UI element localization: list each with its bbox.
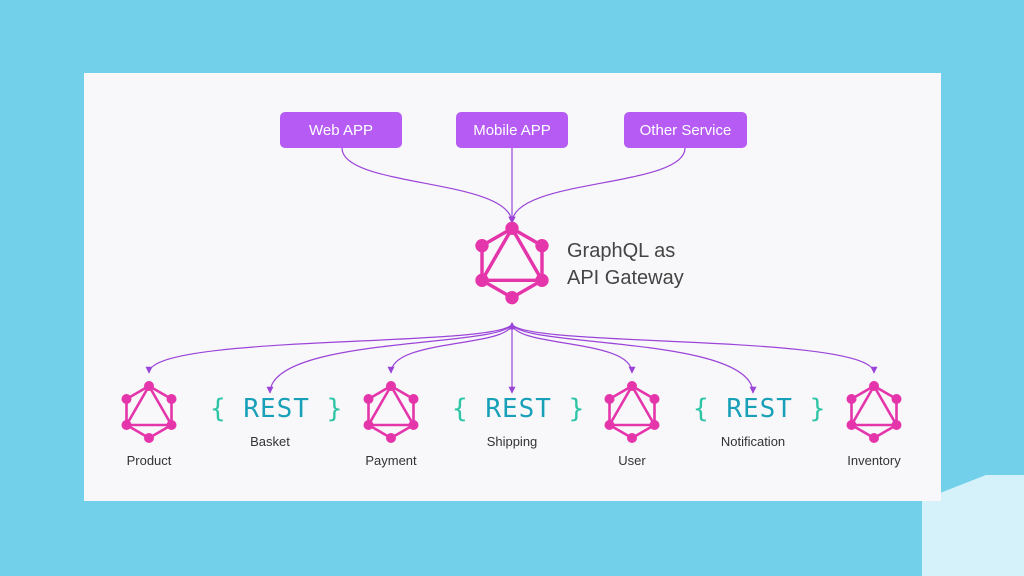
diagram-card: Web APP Mobile APP Other Service GraphQL… [84,73,941,501]
service-label-product: Product [126,453,172,468]
service-label-inventory: Inventory [847,453,901,468]
rest-open-brace: { [210,394,227,424]
connector-web-app [341,147,516,224]
service-label-payment: Payment [365,453,417,468]
shipping-rest-icon: { REST } [452,394,584,424]
architecture-diagram [121,147,902,443]
connector-user [508,322,636,374]
service-label-notification: Notification [720,434,786,449]
gateway-title: GraphQL as API Gateway [567,238,767,292]
service-label-basket: Basket [250,434,290,449]
payment-graphql-icon [363,381,419,443]
rest-open-brace: { [693,394,710,424]
gateway-title-line2: API Gateway [567,267,684,289]
user-graphql-icon [604,381,660,443]
service-label-shipping: Shipping [486,434,538,449]
rest-text: REST [243,394,310,424]
gateway-graphql-icon [475,221,549,305]
inventory-graphql-icon [846,381,902,443]
gateway-title-line1: GraphQL as [567,240,676,262]
web-app-button[interactable]: Web APP [280,112,402,148]
mobile-app-button[interactable]: Mobile APP [456,112,568,148]
product-graphql-icon [121,381,177,443]
connector-inventory [508,322,878,374]
rest-close-brace: } [326,394,344,424]
rest-text: REST [485,394,552,424]
connector-other-service [508,147,686,224]
notification-rest-icon: { REST } [693,394,825,424]
connector-payment [387,322,516,374]
basket-rest-icon: { REST } [210,394,342,424]
rest-close-brace: } [809,394,827,424]
rest-text: REST [726,394,793,424]
rest-open-brace: { [452,394,469,424]
connector-product [145,322,516,374]
other-service-button[interactable]: Other Service [624,112,747,148]
rest-close-brace: } [568,394,586,424]
service-label-user: User [618,453,646,468]
